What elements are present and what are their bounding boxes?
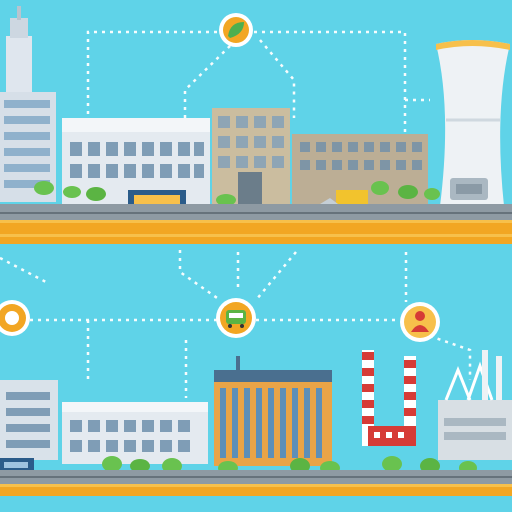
mid-white-building (62, 402, 208, 464)
orange-ring-icon (5, 311, 19, 325)
bottom-connector-lines (0, 250, 472, 398)
top-node[interactable] (219, 13, 253, 47)
yellow-crate (336, 190, 368, 208)
top-orange-band (0, 220, 512, 234)
left-white-building (0, 380, 58, 460)
leaf-icon (228, 22, 244, 38)
striped-chimney-factory (362, 350, 416, 446)
bottom-road-line (0, 476, 512, 478)
tan-building (212, 108, 290, 206)
white-office-building (62, 118, 210, 206)
industrial-plant (438, 350, 512, 460)
bottom-orange-band-highlight (0, 484, 512, 487)
tall-skyscraper (0, 6, 56, 202)
bottom-center-node[interactable] (216, 298, 256, 338)
bottom-city-panel (0, 250, 512, 512)
cooling-tower (436, 40, 510, 206)
top-orange-band-highlight (0, 220, 512, 223)
top-trees (34, 181, 440, 206)
bottom-right-node[interactable] (400, 302, 440, 342)
top-city-panel (0, 6, 512, 234)
bottom-left-node[interactable] (0, 300, 30, 336)
bus-icon (226, 310, 246, 328)
bottom-bus-windows (4, 462, 28, 468)
glass-office-tower (214, 356, 332, 466)
bottom-sky-strip (0, 496, 512, 512)
divider-band (0, 234, 512, 244)
top-road-line (0, 212, 512, 214)
person-icon (411, 311, 429, 332)
divider-band-highlight (0, 234, 512, 237)
